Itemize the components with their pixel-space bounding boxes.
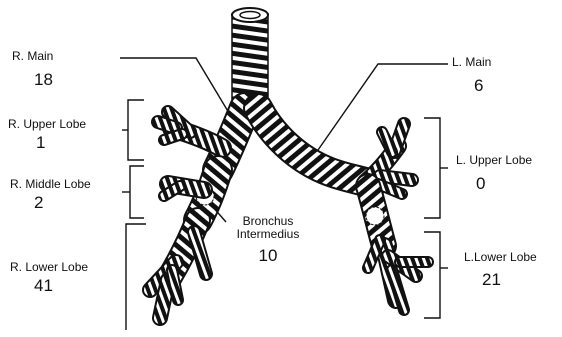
right-upper-lobe-branches <box>158 112 222 148</box>
r-middle-lobe-value: 2 <box>34 193 43 213</box>
l-lower-lobe-label: L.Lower Lobe <box>464 250 537 264</box>
bronchus-intermedius-label-line2: Intermedius <box>228 227 308 241</box>
r-upper-lobe-label: R. Upper Lobe <box>8 117 86 131</box>
r-lower-lobe-label: R. Lower Lobe <box>10 260 88 274</box>
r-main-value: 18 <box>34 70 53 90</box>
bronchus-intermedius-value: 10 <box>228 246 308 266</box>
left-main-bronchus <box>258 108 372 184</box>
bronchus-intermedius-label-line1: Bronchus <box>228 214 308 228</box>
r-lower-lobe-value: 41 <box>34 276 53 296</box>
l-main-value: 6 <box>474 76 483 96</box>
l-main-label: L. Main <box>452 55 491 69</box>
l-upper-lobe-label: L. Upper Lobe <box>456 153 532 167</box>
right-middle-lobe-branches <box>164 184 204 196</box>
l-upper-lobe-value: 0 <box>476 174 485 194</box>
r-upper-lobe-value: 1 <box>36 133 45 153</box>
r-middle-lobe-label: R. Middle Lobe <box>10 177 91 191</box>
left-lower-lobe-branches <box>366 186 428 310</box>
right-lower-lobe-branches <box>150 220 206 318</box>
l-lower-lobe-value: 21 <box>482 270 501 290</box>
r-main-label: R. Main <box>12 49 53 63</box>
